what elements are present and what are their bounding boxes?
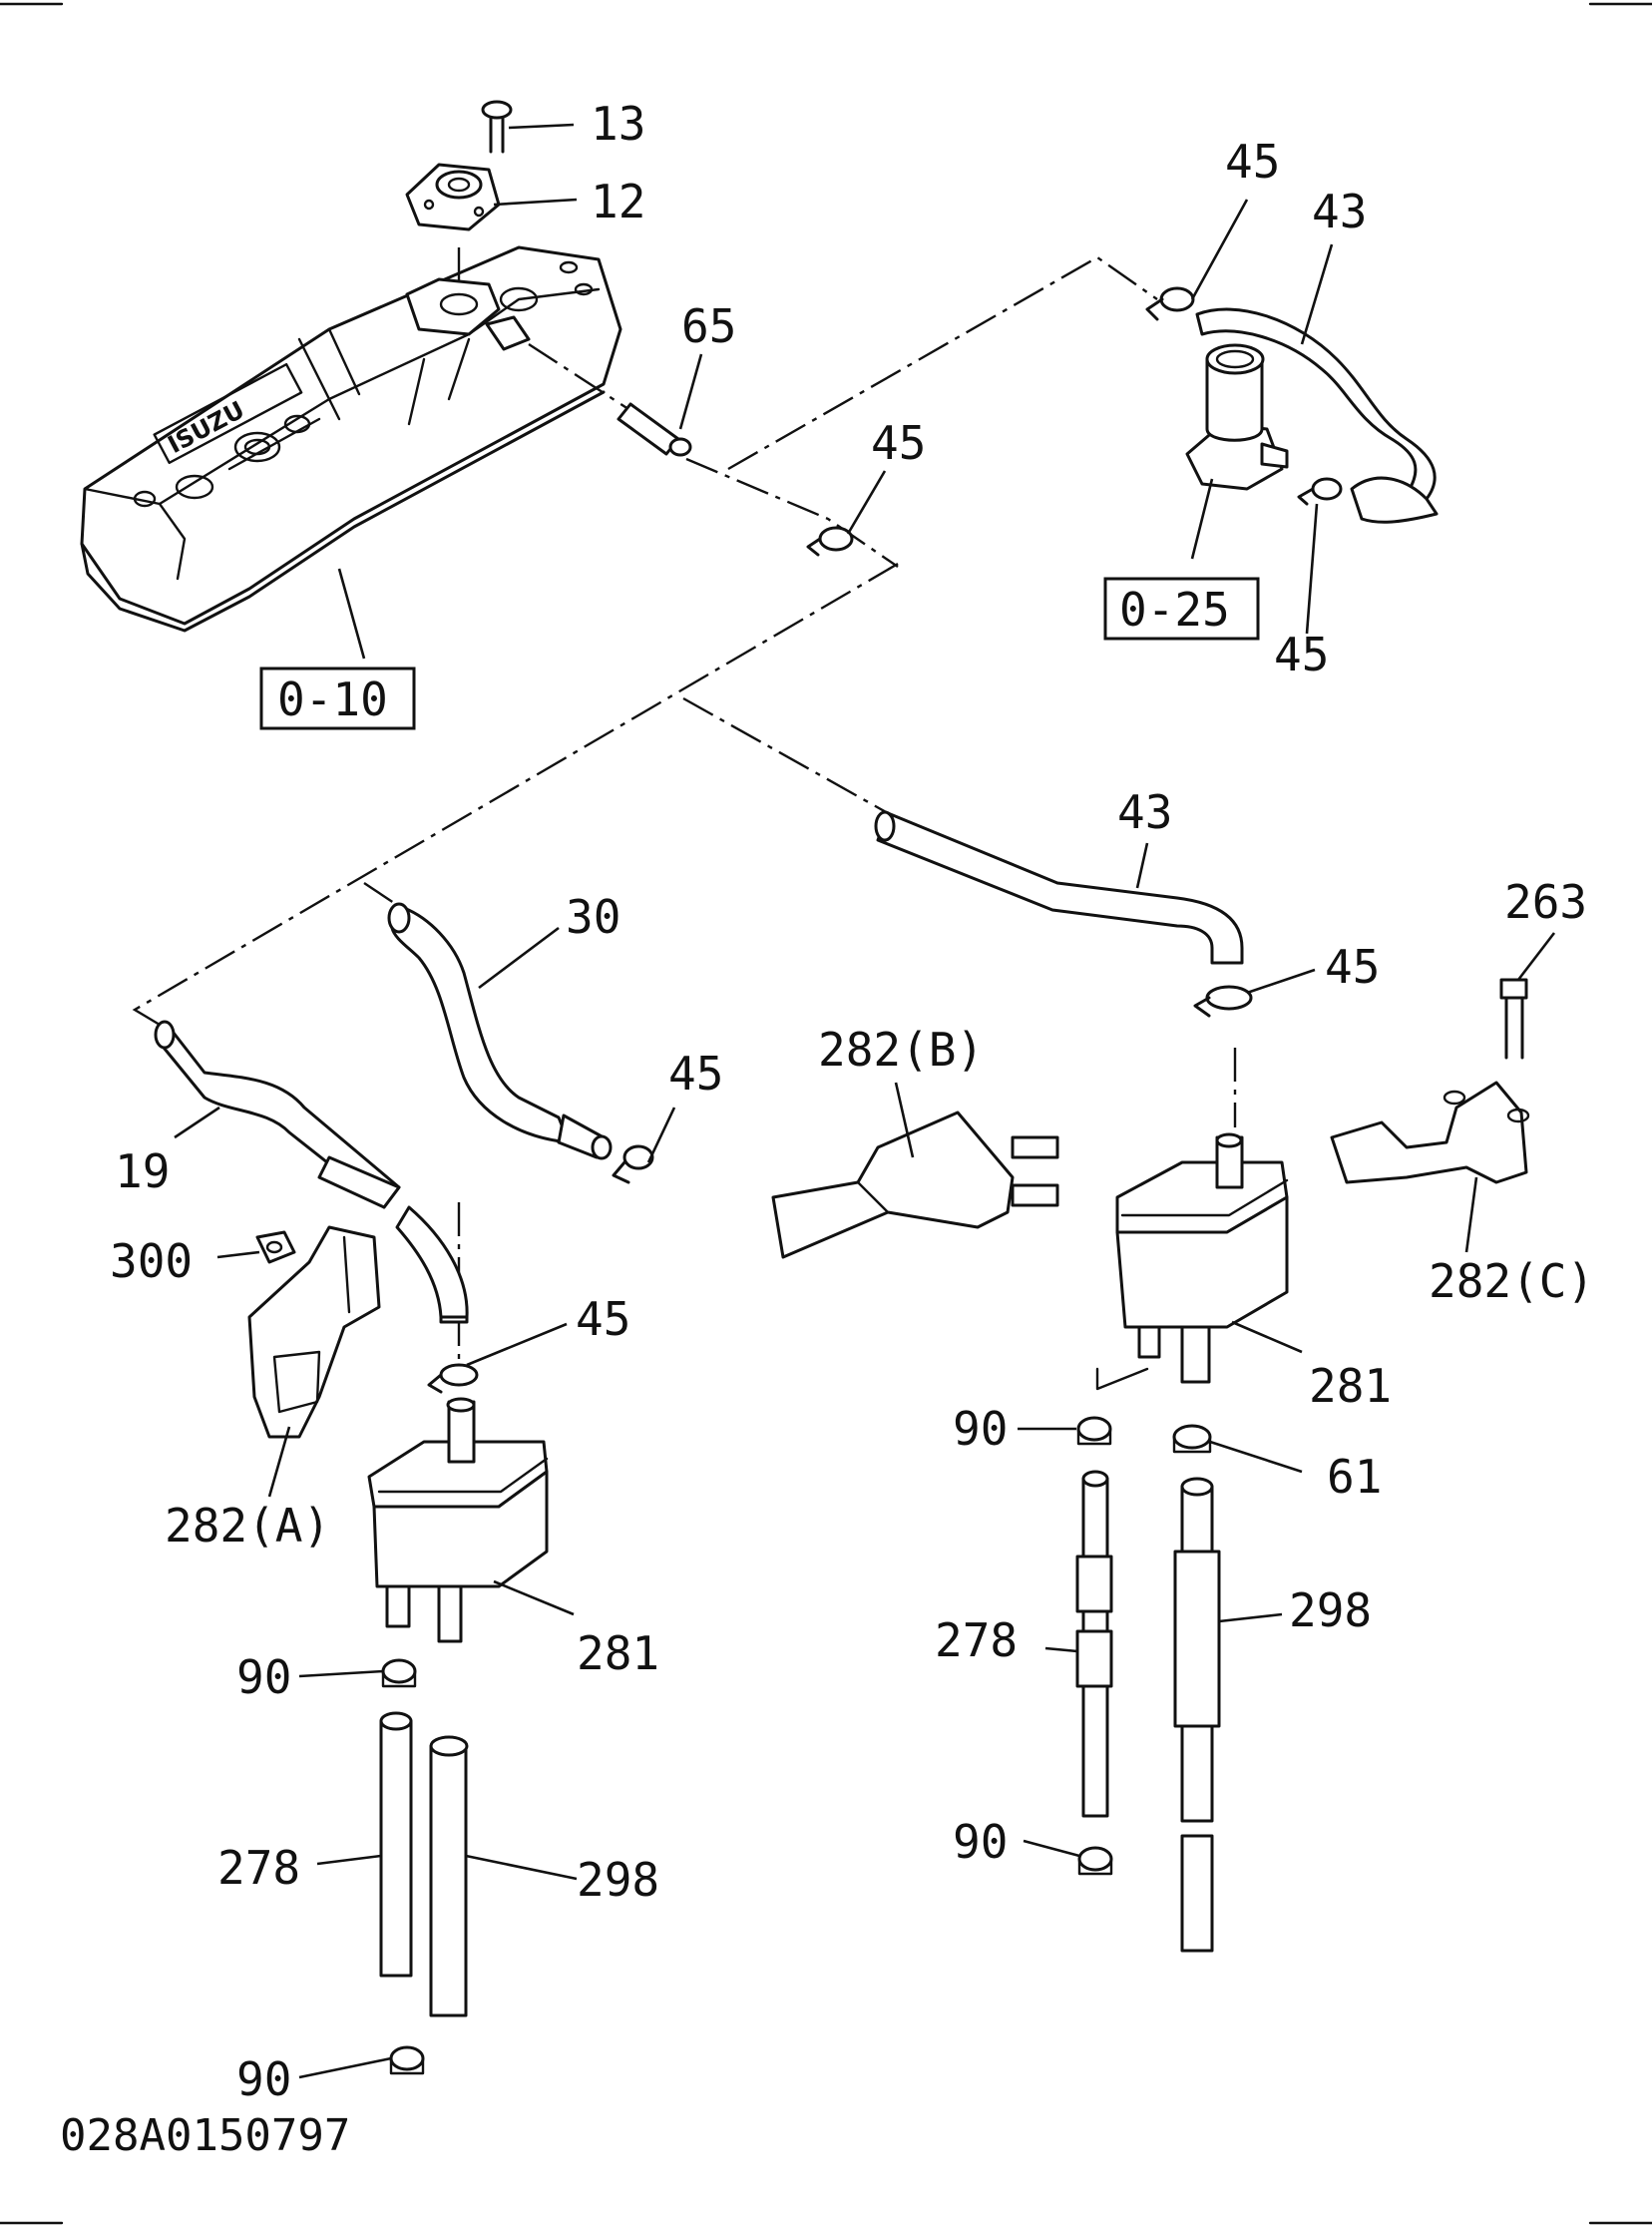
label-45-d: 45: [1325, 940, 1380, 994]
hose-19-lower: [395, 1205, 469, 1324]
label-281-right: 281: [1309, 1359, 1392, 1413]
label-278-left: 278: [217, 1841, 300, 1895]
clamp-90-right-top: [1076, 1416, 1112, 1446]
nut-300: [255, 1230, 296, 1264]
routing-lines: [132, 255, 1237, 1362]
canister-281-right: [1115, 1132, 1289, 1384]
canister-281-left: [367, 1397, 549, 1643]
clamp-61: [1172, 1424, 1212, 1454]
clip-45-hose30: [612, 1144, 654, 1184]
label-298-left: 298: [577, 1853, 659, 1907]
clip-45-left: [806, 526, 854, 557]
bolt-263: [1499, 978, 1528, 1060]
label-13: 13: [591, 97, 645, 151]
label-61: 61: [1327, 1450, 1382, 1504]
label-263: 263: [1504, 875, 1587, 929]
pipe-278-right: [1075, 1470, 1113, 1818]
clip-45-upper: [1145, 286, 1195, 321]
pipe-298-left: [429, 1735, 469, 2017]
breather-base: [405, 277, 531, 351]
label-282c: 282(C): [1429, 1254, 1594, 1308]
assembly-line-65: [528, 342, 629, 411]
label-90-right-top: 90: [953, 1402, 1008, 1456]
pipe-278-left: [379, 1711, 413, 1978]
label-282b: 282(B): [818, 1023, 984, 1077]
label-45-b: 45: [871, 416, 926, 470]
reference-box-0-25: 0-25: [1103, 577, 1260, 641]
clamp-90-left-top: [381, 1658, 417, 1688]
label-90-left-top: 90: [236, 1650, 291, 1704]
hose-43-upper: [1195, 307, 1439, 524]
hose-43-lower: [874, 810, 1244, 965]
leader-lines: [174, 123, 1556, 2079]
label-45-e: 45: [668, 1047, 723, 1101]
reference-label-0-25: 0-25: [1119, 583, 1230, 637]
label-300: 300: [110, 1234, 193, 1288]
label-45-top: 45: [1225, 135, 1280, 189]
label-19: 19: [115, 1144, 170, 1198]
bolt-13: [481, 100, 513, 154]
label-43-top: 43: [1312, 185, 1367, 238]
reference-box-0-10: 0-10: [259, 667, 416, 730]
label-45-f: 45: [576, 1292, 630, 1346]
label-65: 65: [681, 299, 736, 353]
hose-30: [387, 902, 613, 1160]
label-298-right: 298: [1289, 1583, 1372, 1637]
clamp-90-right-bottom: [1077, 1846, 1113, 1876]
label-281-left: 281: [577, 1626, 659, 1680]
label-43-mid: 43: [1117, 785, 1172, 839]
breather-cap-12: [405, 163, 501, 231]
drawing-code: 028A0150797: [60, 2110, 350, 2161]
thermostat-housing: [1185, 343, 1289, 491]
label-45-c: 45: [1274, 628, 1329, 681]
bracket-282b: [771, 1111, 1059, 1259]
bracket-282c: [1330, 1081, 1530, 1184]
label-30: 30: [566, 890, 620, 944]
label-278-right: 278: [935, 1613, 1018, 1667]
label-282a: 282(A): [165, 1499, 330, 1553]
clip-45-lower: [427, 1363, 479, 1394]
part-labels: 13 12 45 43 65 45 45 43 30 263 45 282(B)…: [110, 97, 1594, 2106]
clip-45-thermostat: [1297, 477, 1343, 506]
label-90-right-bottom: 90: [953, 1815, 1008, 1869]
routing-zigzag: [1095, 1367, 1149, 1391]
pipe-65: [617, 402, 692, 457]
hose-19: [154, 1020, 401, 1209]
label-12: 12: [591, 175, 645, 228]
reference-label-0-10: 0-10: [277, 672, 388, 726]
clamp-90-left-bottom: [389, 2045, 425, 2075]
clip-45-mid: [1193, 985, 1253, 1018]
bracket-282a: [247, 1225, 381, 1439]
label-90-left-bottom: 90: [236, 2052, 291, 2106]
valve-cover: ISUZU: [80, 245, 622, 633]
pipe-298-right: [1173, 1477, 1221, 1953]
